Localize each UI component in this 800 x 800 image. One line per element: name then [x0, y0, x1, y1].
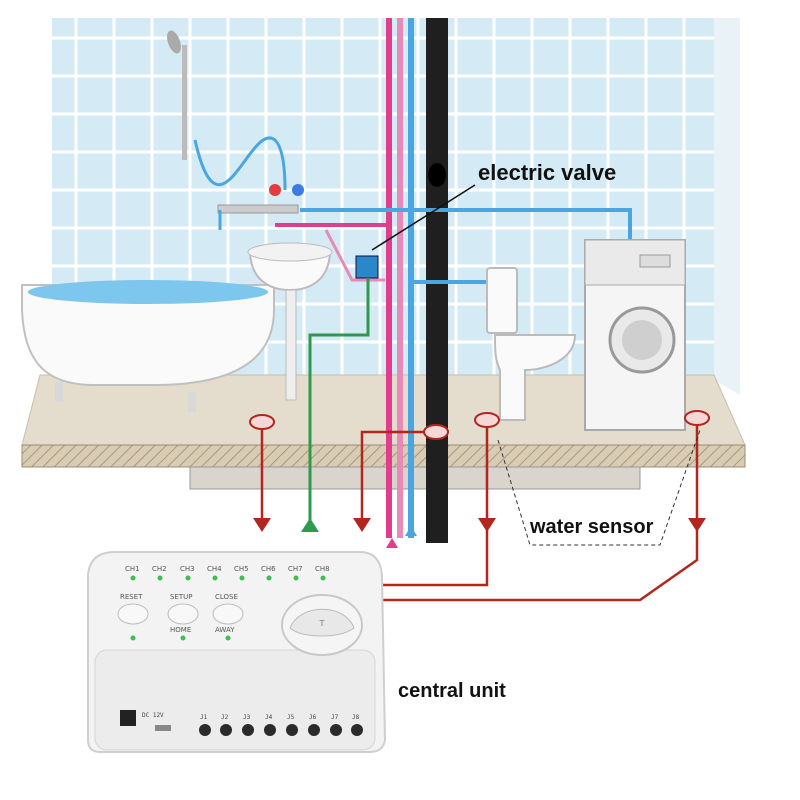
channel-leds: [130, 575, 326, 581]
bathtub-water: [28, 280, 268, 304]
control-arrow: [301, 518, 319, 532]
under-slab: [189, 466, 641, 490]
sensor-1: [249, 414, 275, 532]
button-leds: [130, 635, 231, 641]
channel-label: CH3: [180, 565, 195, 573]
port-label: J8: [352, 714, 360, 721]
basin-pedestal: [285, 289, 297, 401]
drain-joint: [428, 163, 446, 187]
close-button[interactable]: [213, 604, 243, 624]
cold-pipe-horizontal: [300, 208, 632, 240]
sensor-2: [353, 424, 449, 532]
reset-button[interactable]: [118, 604, 148, 624]
sensor-4: [380, 410, 710, 602]
reset-button-label: RESET: [120, 593, 143, 601]
terminal-ports: [199, 724, 363, 736]
cold-pipe-1: [408, 18, 414, 538]
port-label: J3: [243, 714, 251, 721]
hot-pipe-2: [397, 18, 403, 538]
home-button-label: HOME: [170, 626, 192, 634]
shower-head: [167, 30, 181, 54]
channel-label: CH6: [261, 565, 276, 573]
valve-pointer: [371, 184, 476, 251]
port-label: J2: [221, 714, 229, 721]
electric-valve-label: electric valve: [478, 160, 617, 185]
port-label: J5: [287, 714, 295, 721]
control-line: [308, 278, 370, 520]
channel-label: CH5: [234, 565, 249, 573]
away-button-label: AWAY: [215, 626, 235, 634]
electric-valve-box: [355, 255, 379, 279]
bathtub: [21, 284, 275, 386]
port-label: J7: [331, 714, 339, 721]
channel-label: CH8: [315, 565, 330, 573]
close-button-label: CLOSE: [215, 593, 238, 601]
port-label: J6: [309, 714, 317, 721]
basin-feed: [324, 229, 385, 282]
setup-button-label: SETUP: [170, 593, 193, 601]
setup-button[interactable]: [168, 604, 198, 624]
channel-label: CH2: [152, 565, 167, 573]
basin-top: [247, 242, 333, 262]
wm-window: [622, 320, 662, 360]
wm-display: [639, 254, 671, 268]
cold-tap-icon: [292, 184, 304, 196]
hot-pipe-1: [386, 18, 392, 538]
channel-label: CH7: [288, 565, 303, 573]
floor-slab: [21, 444, 746, 468]
bath-faucet: [217, 204, 299, 214]
shower-rail: [182, 45, 187, 160]
power-label: DC 12V: [142, 712, 164, 719]
central-unit-label: central unit: [398, 680, 506, 702]
toilet-bowl: [493, 334, 577, 421]
wall-edge: [714, 18, 740, 395]
cold-arrow-up: [405, 526, 417, 536]
bathtub-foot-left: [55, 382, 63, 402]
bathtub-foot-right: [188, 392, 196, 412]
sensor-3: [380, 412, 500, 587]
hot-arrow-up: [386, 538, 398, 548]
channel-label: CH4: [207, 565, 222, 573]
svg-text:T: T: [319, 619, 325, 628]
port-label: J4: [265, 714, 273, 721]
channel-label: CH1: [125, 565, 140, 573]
water-sensor-label: water sensor: [530, 516, 654, 538]
central-unit-device: T: [87, 551, 387, 753]
shower-hose: [193, 136, 287, 191]
hot-tap-icon: [269, 184, 281, 196]
toilet-tank: [486, 267, 518, 334]
port-label: J1: [200, 714, 208, 721]
